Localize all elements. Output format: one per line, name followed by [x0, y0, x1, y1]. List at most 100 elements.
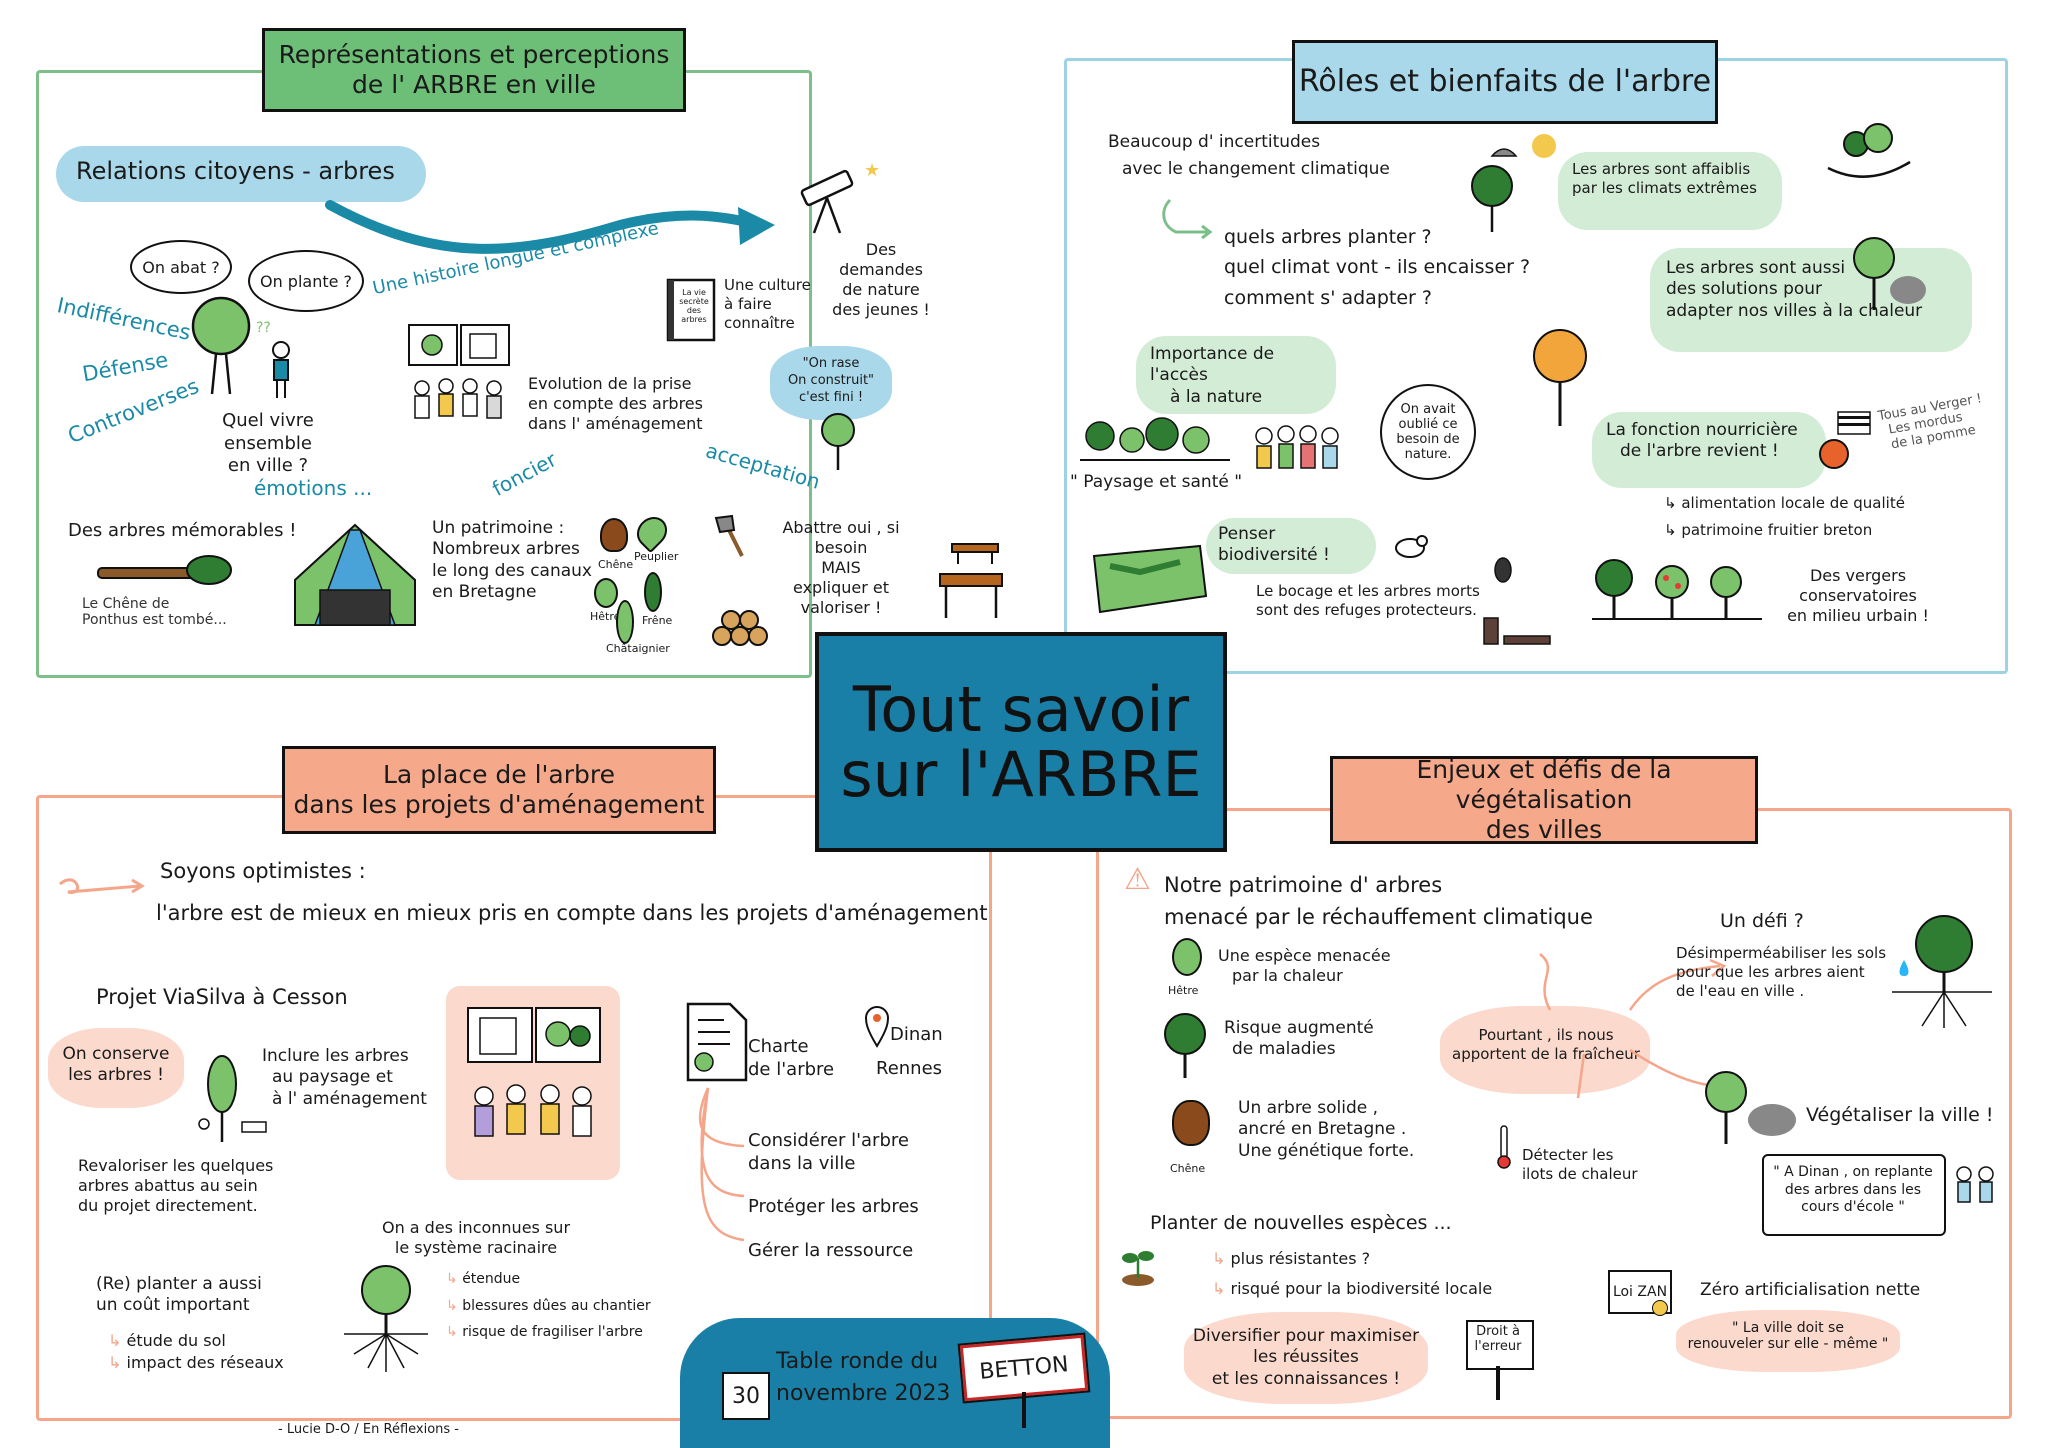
text-line: c'est fini ! — [798, 389, 864, 405]
text-line: expliquer et valoriser ! — [793, 578, 889, 617]
text-line: Des demandes — [839, 240, 923, 279]
charte-text: Charte de l'arbre — [748, 1036, 834, 1081]
fallen-tree-icon — [97, 555, 232, 585]
table-ronde-text: Table ronde du novembre 2023 — [776, 1346, 950, 1410]
diversifier-cloud — [1184, 1312, 1428, 1404]
text-line: apportent de la fraîcheur — [1452, 1044, 1640, 1063]
text-line: Nombreux arbres — [432, 539, 580, 560]
text-line: Table ronde du — [776, 1349, 939, 1374]
bird-icon — [1395, 535, 1428, 558]
text-line: à l' aménagement — [272, 1088, 427, 1109]
hetre-q4-label: Hêtre — [1168, 984, 1199, 997]
inconnues-text: On a des inconnues sur le système racina… — [376, 1218, 576, 1258]
list-item: ↳ plus résistantes ? — [1212, 1249, 1371, 1268]
text-line: à la nature — [1170, 386, 1263, 407]
dead-tree-icon — [1483, 617, 1551, 645]
vegetaliser-label: Végétaliser la ville ! — [1806, 1104, 1994, 1126]
on-rase-cloud — [770, 346, 892, 420]
text-line: connaître — [724, 313, 795, 332]
text-line: renouveler sur elle - même " — [1687, 1336, 1889, 1352]
qmark-label: ?? — [256, 320, 271, 336]
culture-text: Une culture à faire connaître — [724, 276, 811, 332]
zero-artificialisation: Zéro artificialisation nette — [1700, 1280, 1921, 1300]
list-item: ↳ étude du sol — [108, 1331, 226, 1350]
text-line: dans l' aménagement — [528, 414, 703, 433]
text-line: à faire — [724, 294, 772, 313]
chene-q4-label: Chêne — [1170, 1162, 1206, 1175]
text-line: Beaucoup d' incertitudes — [1108, 132, 1321, 152]
text-line: un coût important — [96, 1295, 250, 1316]
center-title-box: Tout savoir sur l'ARBRE — [815, 632, 1227, 852]
center-title-line1: Tout savoir — [852, 672, 1190, 746]
list-item: ↳ patrimoine fruitier breton — [1664, 521, 1873, 539]
text-line: dans la ville — [748, 1152, 856, 1174]
list-item: ↳ impact des réseaux — [108, 1353, 284, 1373]
text-line: Evolution de la prise — [528, 374, 692, 393]
solide-text: Un arbre solide , ancré en Bretagne . Un… — [1238, 1098, 1414, 1162]
vergers-text: Des vergers conservatoires en milieu urb… — [1758, 566, 1958, 626]
bench-icon — [951, 543, 999, 564]
text-line: pour que les arbres aient — [1676, 962, 1865, 981]
list-item: ↳ blessures dûes au chantier — [446, 1297, 651, 1314]
nourriciere-pill: La fonction nourricière de l'arbre revie… — [1592, 412, 1826, 488]
text-line: menacé par le réchauffement climatique — [1164, 905, 1593, 930]
park-tree-icon — [198, 1055, 267, 1142]
viasilva-title: Projet ViaSilva à Cesson — [96, 985, 348, 1009]
text-line: risqué pour la biodiversité locale — [1230, 1279, 1493, 1299]
revaloriser-text: Revaloriser les quelques arbres abattus … — [78, 1156, 273, 1216]
text-line: Un patrimoine : — [432, 518, 565, 538]
on-abat-label: On abat ? — [142, 257, 220, 277]
text-line: étendue — [462, 1271, 521, 1287]
text-line: quels arbres planter ? — [1224, 226, 1432, 248]
text-line: cours d'école " — [1801, 1199, 1905, 1215]
desimper-text: Désimperméabiliser les sols pour que les… — [1676, 944, 1886, 1000]
book-title: La vie secrète des arbres — [679, 288, 709, 324]
inconnues-list: ↳ étendue ↳ blessures dûes au chantier ↳… — [446, 1266, 651, 1346]
notre-patrimoine-text: Notre patrimoine d' arbres menacé par le… — [1164, 872, 1593, 931]
renouveler-cloud — [1676, 1310, 1900, 1372]
optimistes-detail: l'arbre est de mieux en mieux pris en co… — [156, 901, 988, 925]
calendar-icon: 30 — [722, 1372, 770, 1420]
text-line: les arbres ! — [68, 1065, 164, 1086]
charte-document-icon — [686, 1002, 748, 1082]
text-line: On construit" — [787, 372, 875, 388]
svg-text:★: ★ — [864, 160, 880, 181]
telescope-icon: ★ — [800, 160, 880, 234]
text-line: avec le changement climatique — [1122, 159, 1390, 180]
happy-tree-icon — [821, 413, 855, 470]
text-line: et les connaissances ! — [1211, 1368, 1401, 1389]
text-line: des jeunes ! — [832, 300, 930, 319]
text-line: Des vergers conservatoires — [1799, 566, 1917, 605]
text-line: de l'arbre — [748, 1058, 835, 1080]
histoire-arrow — [325, 200, 775, 254]
text-line: Risque augmenté — [1224, 1018, 1374, 1038]
title-line: Enjeux et défis de la végétalisation — [1416, 755, 1672, 814]
text-line: La fonction nourricière — [1606, 420, 1798, 440]
text-line: On a des inconnues sur — [381, 1218, 571, 1237]
curl-arrow — [1162, 198, 1213, 240]
bocage-illustration — [1092, 544, 1208, 614]
text-line: par la chaleur — [1232, 966, 1343, 985]
replanter-list: ↳ étude du sol ↳ impact des réseaux — [108, 1330, 284, 1375]
text-line: ancré en Bretagne . — [1238, 1119, 1407, 1140]
puzzle-people-large-icon — [467, 1007, 601, 1137]
on-abat-bubble: On abat ? — [130, 240, 232, 294]
text-line: Les arbres sont affaiblis — [1572, 160, 1751, 178]
menacee-text: Une espèce menacée par la chaleur — [1218, 946, 1391, 986]
droit-post — [1496, 1366, 1500, 1400]
text-line: Pourtant , ils nous — [1478, 1026, 1614, 1044]
text-line: Revaloriser les quelques — [78, 1156, 274, 1175]
relations-label: Relations citoyens - arbres — [76, 157, 395, 185]
dinan-quote-text: " A Dinan , on replante des arbres dans … — [1766, 1164, 1940, 1217]
section-title-roles: Rôles et bienfaits de l'arbre — [1292, 40, 1718, 124]
sick-tree-icon — [1164, 1013, 1206, 1078]
droit-text: Droit à l'erreur — [1466, 1324, 1530, 1354]
text-line: l'erreur — [1474, 1339, 1522, 1354]
planter-list: ↳ plus résistantes ? ↳ risqué pour la bi… — [1212, 1244, 1492, 1305]
text-line: au paysage et — [272, 1067, 393, 1088]
leaf-peuplier-label: Peuplier — [634, 550, 679, 563]
text-line: impact des réseaux — [126, 1353, 284, 1373]
section-title-representations: Représentations et perceptions de l' ARB… — [262, 28, 686, 112]
people-running-tree — [1533, 329, 1587, 426]
paysage-label: " Paysage et santé " — [1070, 472, 1243, 492]
